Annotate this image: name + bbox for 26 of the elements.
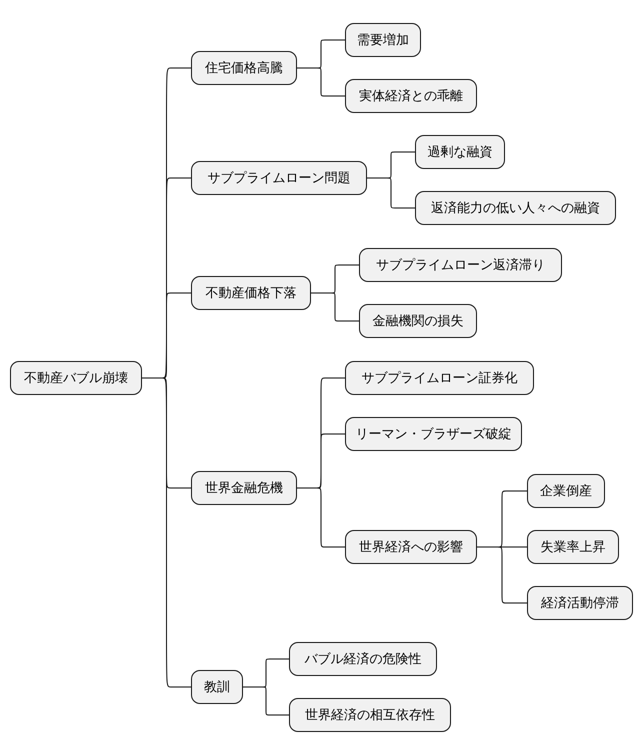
connector-line — [296, 68, 346, 96]
topic-box: 金融機関の損失 — [359, 304, 477, 338]
topic-box: 返済能力の低い人々への融資 — [415, 191, 616, 225]
connector-line — [366, 178, 416, 208]
topic-box: 世界経済の相互依存性 — [289, 698, 451, 732]
topic-box: 世界金融危機 — [191, 471, 297, 505]
topic-box: 過剰な融資 — [415, 135, 505, 169]
connector-line — [242, 686, 290, 716]
topic-box: サブプライムローン証券化 — [345, 361, 534, 395]
topic-box: 企業倒産 — [527, 474, 605, 508]
topic-box: リーマン・ブラザーズ破綻 — [345, 417, 522, 451]
connector-line — [296, 488, 346, 548]
topic-box: 失業率上昇 — [527, 530, 619, 564]
topic-box: サブプライムローン問題 — [191, 161, 367, 195]
topic-box: 不動産バブル崩壊 — [10, 361, 142, 395]
topic-box: サブプライムローン返済滞り — [359, 248, 562, 282]
topic-box: 住宅価格高騰 — [191, 51, 297, 85]
topic-box: 世界経済への影響 — [345, 530, 477, 564]
connector-line — [476, 546, 528, 604]
connector-line — [310, 292, 360, 322]
topic-box: バブル経済の危険性 — [289, 642, 437, 676]
topic-box: 教訓 — [191, 670, 243, 704]
topic-box: 経済活動停滞 — [527, 586, 633, 620]
topic-box: 実体経済との乖離 — [345, 79, 477, 113]
topic-box: 需要増加 — [345, 23, 421, 57]
topic-box: 不動産価格下落 — [191, 276, 311, 310]
